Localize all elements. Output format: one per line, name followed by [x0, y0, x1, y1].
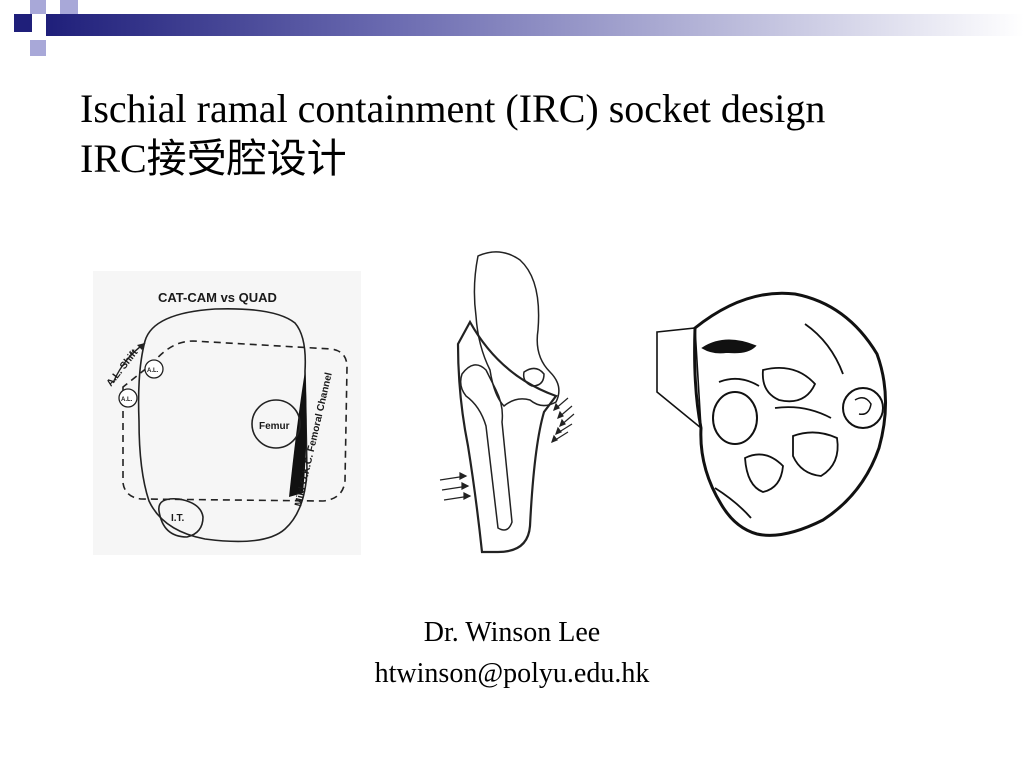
al-marker-1	[144, 359, 164, 379]
socket-boundary	[693, 291, 887, 537]
author-email[interactable]: htwinson@polyu.edu.hk	[374, 658, 650, 689]
al-marker-2	[118, 388, 138, 408]
pressure-arrows-medial	[551, 397, 575, 444]
pressure-arrows-lateral	[439, 472, 472, 501]
catcam-vs-quad-diagram: CAT-CAM vs QUAD Femur I.T. A.L. A.L. A.L…	[93, 271, 361, 555]
slide-title: Ischial ramal containment (IRC) socket d…	[80, 84, 825, 184]
bone-section	[712, 391, 758, 445]
femur-section	[842, 387, 884, 429]
femur-circle	[251, 399, 301, 449]
socket-outline	[456, 319, 558, 554]
title-line-1: Ischial ramal containment (IRC) socket d…	[80, 86, 826, 131]
author-name: Dr. Winson Lee	[423, 617, 601, 648]
title-line-2: IRC接受腔设计	[80, 136, 347, 181]
it-label: I.T.	[171, 513, 185, 524]
header-decoration	[14, 0, 1024, 56]
medial-flap	[656, 327, 702, 430]
hip-socket-drawing	[439, 251, 575, 554]
femur-label: Femur	[259, 421, 290, 432]
it-shape	[158, 497, 204, 538]
al-marker-1-label: A.L.	[147, 368, 159, 374]
limb-cross-section	[656, 291, 887, 537]
muscle-contours	[701, 323, 844, 519]
pelvis-outline	[473, 251, 560, 408]
catcam-heading: CAT-CAM vs QUAD	[158, 290, 277, 305]
catcam-outline	[137, 307, 308, 543]
femur-bone	[459, 364, 513, 531]
quad-outline	[122, 340, 348, 502]
al-marker-2-label: A.L.	[121, 397, 133, 403]
